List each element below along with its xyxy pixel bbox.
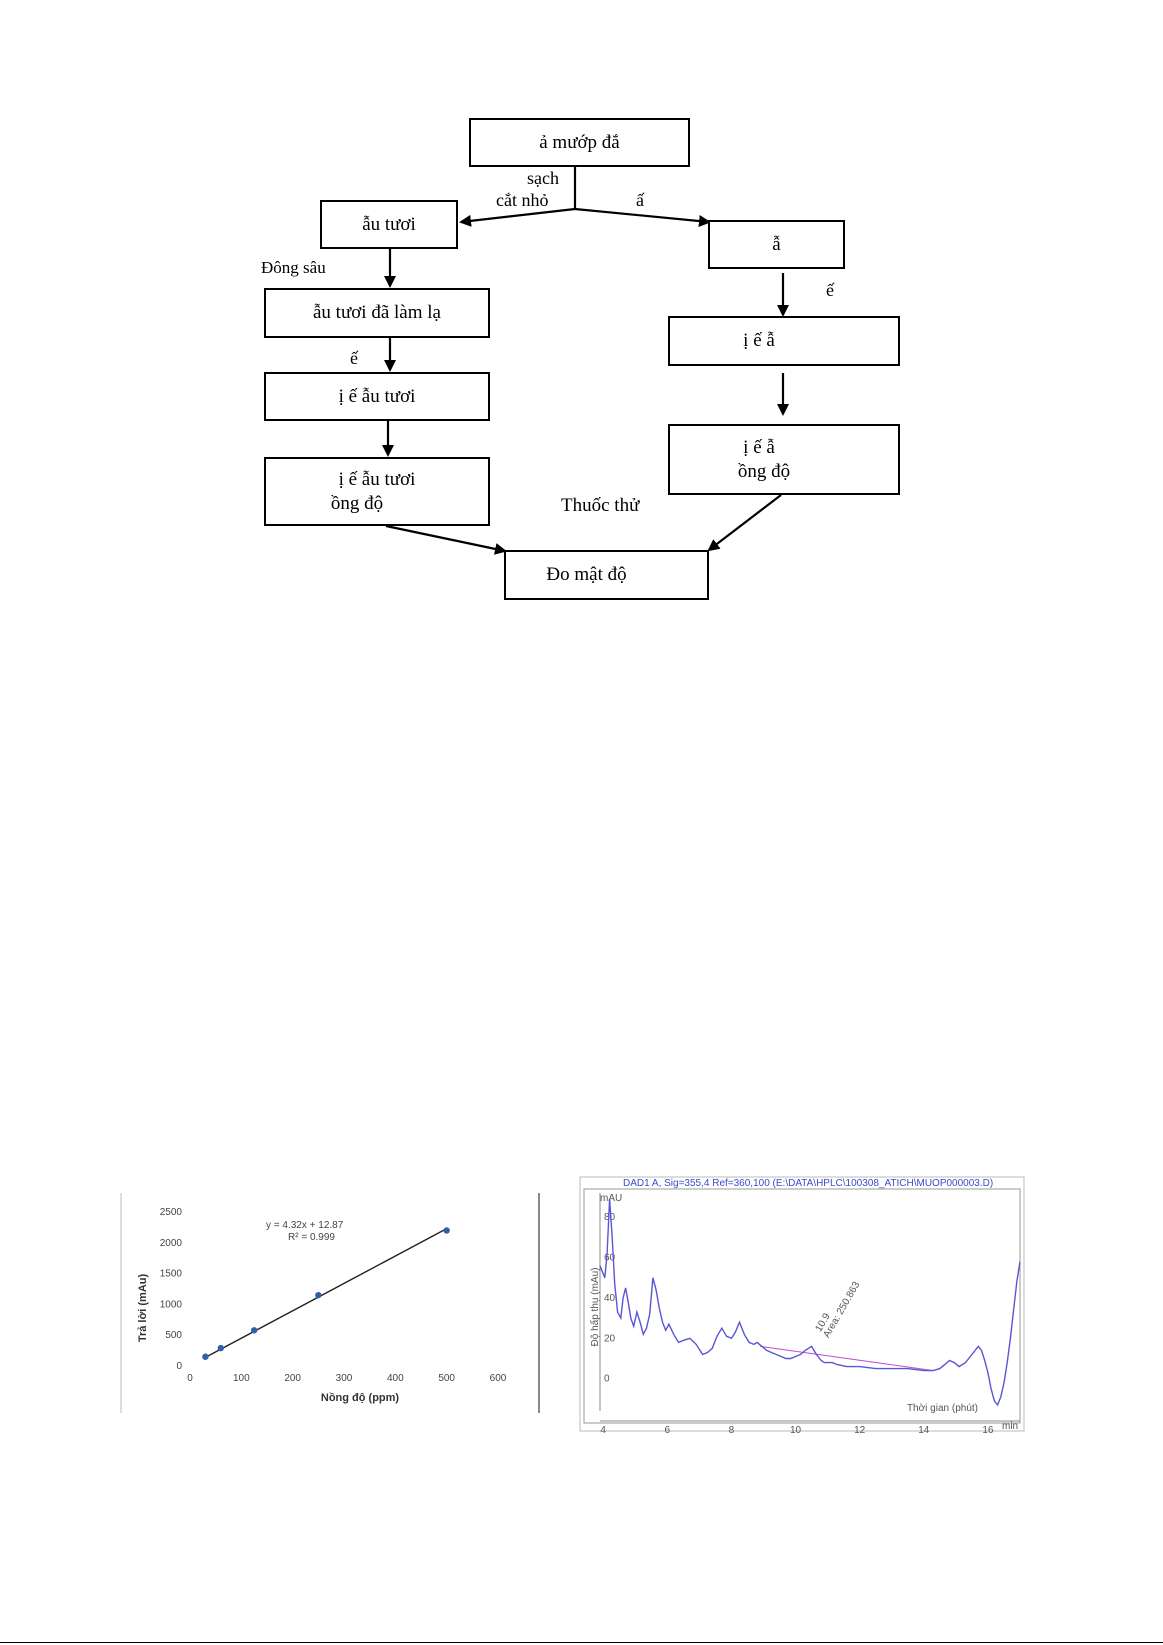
arrow-to-left-branch <box>459 207 576 227</box>
calibration-y-axis-title: Trả lời (mAu) <box>137 1274 149 1343</box>
label-chop: cắt nhỏ <box>496 190 549 210</box>
calibration-x-tick-label: 500 <box>438 1373 455 1384</box>
label-clean: sạch <box>527 168 559 188</box>
calibration-x-tick-label: 600 <box>490 1373 507 1384</box>
flowchart-connectors <box>382 167 789 555</box>
box-right-extract-concentrated: ị ế ẫ ồng độ <box>668 424 900 495</box>
hplc-y-tick-label: 60 <box>604 1253 616 1264</box>
label-right-branch: ấ <box>636 190 644 210</box>
hplc-integration-baseline <box>760 1345 934 1372</box>
box-left-extract-concentrated-line1: ị ế ẫu tươi <box>338 468 416 490</box>
box-right-dry-sample-text: ẫ <box>772 233 781 255</box>
calibration-data-point <box>217 1344 224 1352</box>
hplc-x-tick-label: 10 <box>790 1425 802 1433</box>
hplc-chromatogram-svg: DAD1 A, Sig=355,4 Ref=360,100 (E:\DATA\H… <box>579 1176 1025 1436</box>
hplc-y-tick-label: 80 <box>604 1212 616 1223</box>
arrow-to-right-branch <box>574 207 711 228</box>
hplc-y-tick-label: 0 <box>604 1374 610 1385</box>
calibration-y-tick-label: 500 <box>165 1330 182 1341</box>
calibration-y-tick-label: 1000 <box>160 1299 183 1310</box>
calibration-data-point <box>315 1291 322 1299</box>
calibration-equation: y = 4.32x + 12.87 <box>266 1220 344 1231</box>
calibration-x-axis-title: Nồng độ (ppm) <box>321 1392 400 1404</box>
hplc-chromatogram: DAD1 A, Sig=355,4 Ref=360,100 (E:\DATA\H… <box>578 1175 1026 1436</box>
calibration-data-point <box>202 1353 209 1360</box>
calibration-data-point <box>250 1327 258 1334</box>
calibration-x-tick-label: 200 <box>284 1373 301 1384</box>
calibration-data-point <box>443 1227 450 1234</box>
box-start-material: ả mướp đắ <box>469 118 690 167</box>
box-left-fresh-sample-text: ẫu tươi <box>362 213 416 235</box>
box-left-extract: ị ế ẫu tươi <box>264 372 490 421</box>
box-right-extract-concentrated-line2: ồng độ <box>737 460 791 482</box>
hplc-x-tick-label: 6 <box>665 1425 671 1433</box>
box-right-extract: ị ế ẫ <box>668 316 900 366</box>
arrow-left-to-bottom <box>385 524 507 555</box>
label-reagent: Thuốc thử <box>561 495 640 516</box>
hplc-x-tick-label: 8 <box>729 1425 735 1433</box>
label-left-extraction: ế <box>350 348 358 368</box>
box-left-extract-concentrated-line2: ồng độ <box>330 492 384 514</box>
hplc-x-unit: min <box>1002 1421 1018 1432</box>
box-right-extract-text: ị ế ẫ <box>743 330 775 351</box>
box-left-frozen-sample-text: ẫu tươi đã làm lạ <box>313 302 441 323</box>
box-left-extract-concentrated: ị ế ẫu tươi ồng độ <box>264 457 490 526</box>
calibration-trendline <box>205 1228 447 1358</box>
calibration-y-tick-label: 2000 <box>160 1238 183 1249</box>
label-deep-freeze: Đông sâu <box>261 258 326 277</box>
box-measure-density-text: Đo mật độ <box>546 564 627 585</box>
hplc-y-axis-title: Độ hấp thụ (mAu) <box>589 1268 601 1347</box>
box-measure-density: Đo mật độ <box>504 550 709 600</box>
calibration-x-tick-label: 0 <box>187 1373 193 1384</box>
box-left-extract-text: ị ế ẫu tươi <box>338 385 416 407</box>
hplc-x-tick-label: 12 <box>854 1425 866 1433</box>
hplc-x-tick-label: 14 <box>918 1425 930 1433</box>
calibration-x-tick-label: 400 <box>387 1373 404 1384</box>
hplc-x-axis-title: Thời gian (phút) <box>907 1403 978 1414</box>
calibration-y-tick-label: 1500 <box>160 1269 183 1280</box>
calibration-x-tick-label: 300 <box>336 1373 353 1384</box>
calibration-y-tick-label: 0 <box>176 1361 182 1372</box>
box-right-extract-concentrated-line1: ị ế ẫ <box>743 436 775 458</box>
box-left-frozen-sample: ẫu tươi đã làm lạ <box>264 288 490 338</box>
hplc-signal-trace <box>599 1199 1021 1407</box>
box-start-material-text: ả mướp đắ <box>539 131 620 153</box>
arrow-right-to-bottom <box>707 494 782 552</box>
box-right-dry-sample: ẫ <box>708 220 845 269</box>
hplc-y-tick-label: 20 <box>604 1333 616 1344</box>
hplc-y-unit: mAU <box>600 1193 622 1204</box>
calibration-y-tick-label: 2500 <box>160 1207 183 1218</box>
label-right-extraction: ế <box>826 280 834 300</box>
hplc-title: DAD1 A, Sig=355,4 Ref=360,100 (E:\DATA\H… <box>623 1178 993 1189</box>
page-bottom-rule <box>0 1642 1163 1643</box>
box-left-fresh-sample: ẫu tươi <box>320 200 458 249</box>
hplc-x-tick-label: 4 <box>600 1425 606 1433</box>
calibration-r-squared: R² = 0.999 <box>288 1232 335 1243</box>
calibration-x-tick-label: 100 <box>233 1373 250 1384</box>
hplc-x-tick-label: 16 <box>982 1425 994 1433</box>
hplc-y-tick-label: 40 <box>604 1293 616 1304</box>
